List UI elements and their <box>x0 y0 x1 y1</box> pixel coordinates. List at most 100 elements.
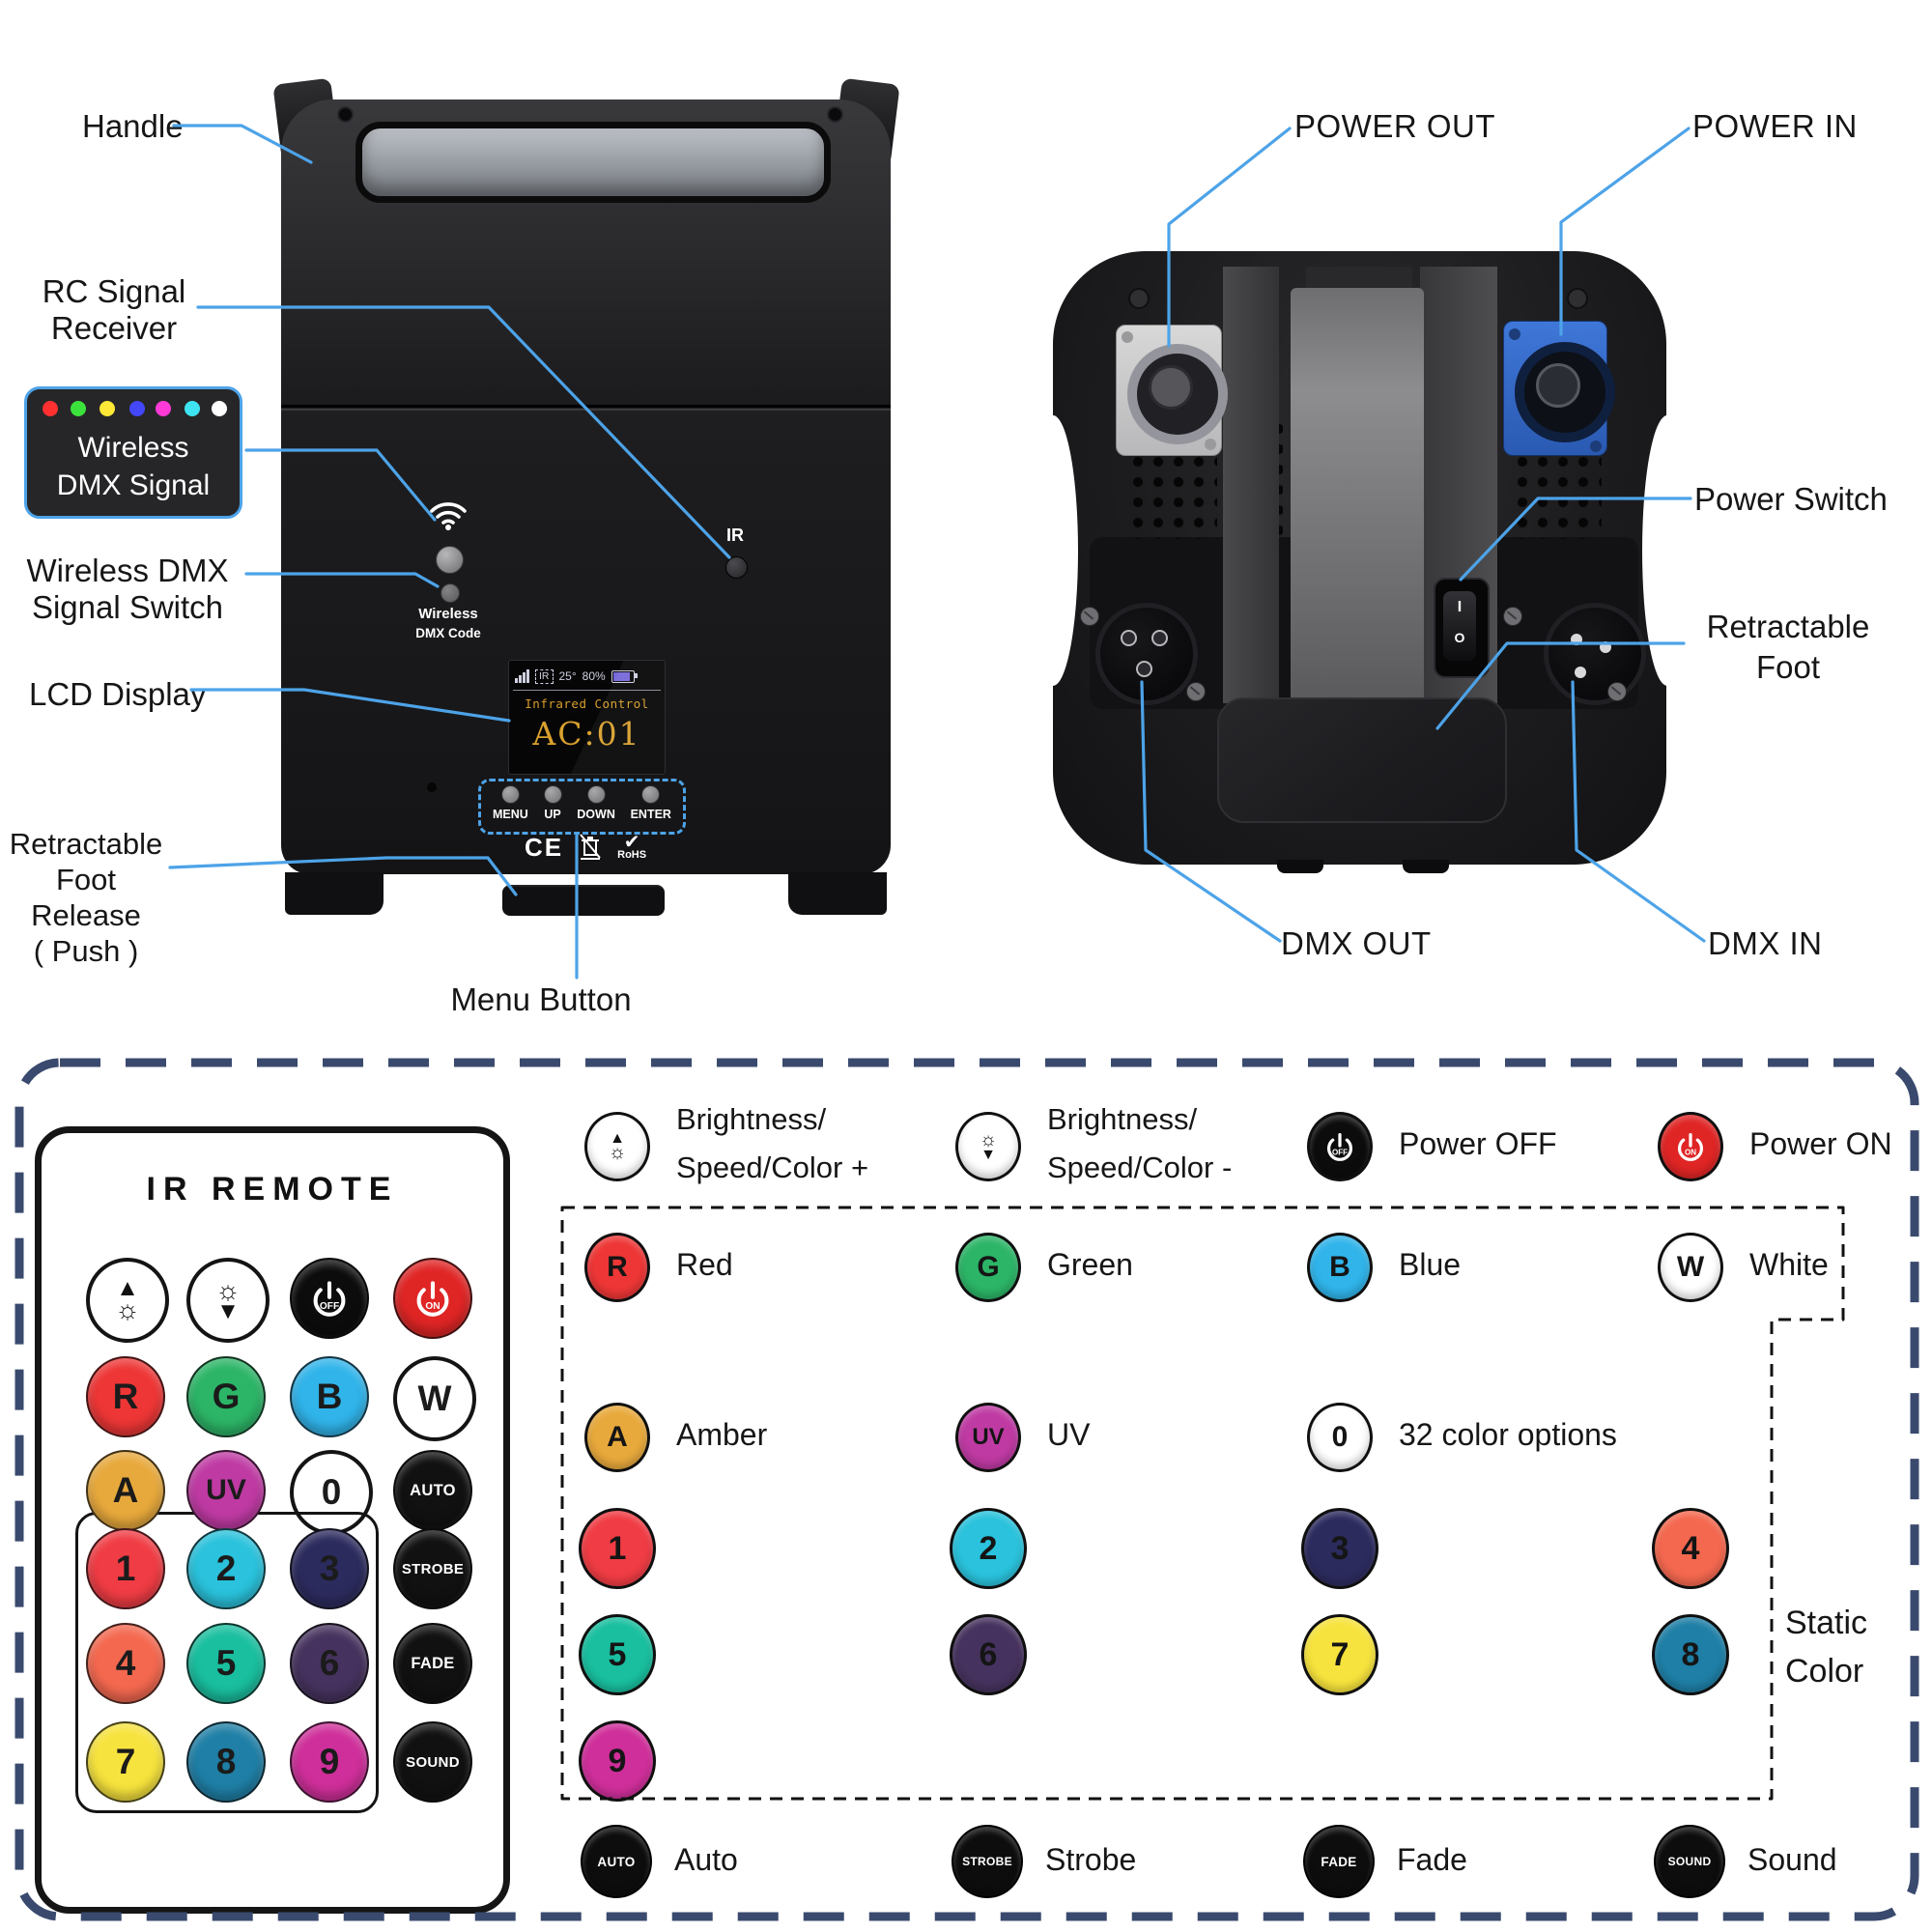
remote-2-button[interactable]: 2 <box>186 1528 266 1609</box>
power-switch-rocker[interactable]: I O <box>1434 578 1490 678</box>
remote-4-button[interactable]: 4 <box>86 1623 165 1704</box>
legend-uv-label: UV <box>1047 1417 1091 1452</box>
legend-32-color-options-label: 32 color options <box>1399 1417 1617 1452</box>
remote-sound-button[interactable]: SOUND <box>393 1721 472 1803</box>
front-foot-left <box>285 872 384 915</box>
remote-green-button[interactable]: G <box>186 1356 266 1437</box>
certification-marks: CE ✔RoHS <box>525 833 646 863</box>
remote-red-button[interactable]: R <box>86 1356 165 1437</box>
screw-icon <box>337 106 354 123</box>
legend-amber-label: Amber <box>676 1417 768 1452</box>
legend-5-icon: 5 <box>579 1614 656 1695</box>
remote-power-off-button[interactable]: OFF <box>290 1258 369 1339</box>
remote-5-button[interactable]: 5 <box>186 1623 266 1704</box>
static-color-group-outline <box>560 1206 1845 1801</box>
legend-fade-icon: FADE <box>1303 1825 1375 1898</box>
remote-3-button[interactable]: 3 <box>290 1528 369 1609</box>
wireless-dmx-signal-button[interactable] <box>436 546 464 574</box>
retractable-foot-release-bar[interactable] <box>502 885 665 916</box>
xlr-hole <box>1151 630 1168 646</box>
power-out-connector <box>1127 344 1228 444</box>
down-key-dot[interactable] <box>586 785 606 804</box>
led-blue <box>129 401 145 416</box>
label-power-switch: Power Switch <box>1694 481 1888 517</box>
legend-strobe-label: Strobe <box>1045 1842 1137 1877</box>
screw-icon <box>1080 607 1099 626</box>
led-yellow <box>99 401 115 416</box>
body-seam-highlight <box>281 409 891 411</box>
remote-7-button[interactable]: 7 <box>86 1721 165 1803</box>
remote-brightness-up-button[interactable]: ▲☼ <box>86 1258 169 1343</box>
led-magenta <box>156 401 171 416</box>
menu-key-menu[interactable]: MENU <box>493 785 528 832</box>
remote-uv-button[interactable]: UV <box>186 1450 266 1531</box>
xlr-pin <box>1575 667 1586 678</box>
ir-receiver-label: IR <box>726 526 744 545</box>
screw-icon <box>1205 439 1216 450</box>
remote-auto-button[interactable]: AUTO <box>393 1450 472 1531</box>
bracket-center-plate <box>1291 288 1424 703</box>
lcd-mode-text: Infrared Control <box>525 696 649 711</box>
label-power-in: POWER IN <box>1692 108 1858 144</box>
legend-auto-label: Auto <box>674 1842 738 1877</box>
legend-zero-icon: 0 <box>1307 1403 1373 1472</box>
remote-white-button[interactable]: W <box>393 1356 476 1441</box>
legend-auto-icon: AUTO <box>581 1825 652 1898</box>
wireless-dmx-code-button[interactable] <box>440 583 460 603</box>
legend-uv-icon: UV <box>955 1403 1021 1472</box>
remote-zero-button[interactable]: 0 <box>290 1450 373 1535</box>
legend-4-icon: 4 <box>1652 1508 1729 1589</box>
brightness-up-icon: ▲☼ <box>115 1274 140 1325</box>
svg-text:OFF: OFF <box>1332 1149 1348 1157</box>
legend-power-off-icon: OFF <box>1307 1112 1373 1181</box>
legend-blue-label: Blue <box>1399 1247 1462 1282</box>
menu-key-enter[interactable]: ENTER <box>631 785 671 832</box>
menu-key-dot[interactable] <box>500 785 520 804</box>
legend-red-icon: R <box>584 1233 650 1302</box>
screw-icon <box>1509 328 1520 340</box>
wireless-dmx-code-text: Wireless DMX Code <box>415 606 481 640</box>
screw-icon <box>1122 331 1133 343</box>
enter-key-dot[interactable] <box>641 785 661 804</box>
rear-foot-tab <box>1277 860 1323 873</box>
remote-1-button[interactable]: 1 <box>86 1528 165 1609</box>
lens-top <box>355 122 831 203</box>
label-dmx-out: DMX OUT <box>1281 925 1432 961</box>
remote-8-button[interactable]: 8 <box>186 1721 266 1803</box>
bracket-rail-left <box>1223 267 1279 703</box>
body-notch-left <box>1028 415 1078 686</box>
legend-3-icon: 3 <box>1301 1508 1378 1589</box>
menu-key-up[interactable]: UP <box>543 785 562 832</box>
remote-brightness-down-button[interactable]: ☼▼ <box>186 1258 270 1343</box>
power-on-icon: ON <box>416 1281 449 1317</box>
legend-brightness-down-icon: ☼▼ <box>955 1112 1021 1181</box>
lcd-display: IR 25° 80% Infrared Control AC:01 <box>508 660 666 775</box>
xlr-pin <box>1571 634 1582 645</box>
power-out-inner <box>1149 365 1193 410</box>
remote-strobe-button[interactable]: STROBE <box>393 1528 472 1609</box>
screw-icon <box>1607 682 1627 701</box>
menu-key-down[interactable]: DOWN <box>577 785 615 832</box>
legend-2-icon: 2 <box>950 1508 1027 1589</box>
up-key-dot[interactable] <box>543 785 562 804</box>
brightness-down-icon: ☼▼ <box>215 1274 241 1324</box>
remote-9-button[interactable]: 9 <box>290 1721 369 1803</box>
xlr-hole <box>1121 630 1137 646</box>
remote-fade-button[interactable]: FADE <box>393 1623 472 1704</box>
body-seam <box>281 405 891 408</box>
remote-amber-button[interactable]: A <box>86 1450 165 1531</box>
remote-power-on-button[interactable]: ON <box>393 1258 472 1339</box>
legend-sound-icon: SOUND <box>1654 1825 1725 1898</box>
lcd-address-text: AC:01 <box>532 715 641 753</box>
led-cyan <box>185 401 200 416</box>
vent-grid <box>1513 452 1602 539</box>
legend-power-off-label: Power OFF <box>1399 1126 1557 1161</box>
remote-6-button[interactable]: 6 <box>290 1623 369 1704</box>
legend-1-icon: 1 <box>579 1508 656 1589</box>
legend-white-icon: W <box>1658 1233 1723 1302</box>
screw-icon <box>1503 607 1522 626</box>
remote-blue-button[interactable]: B <box>290 1356 369 1437</box>
